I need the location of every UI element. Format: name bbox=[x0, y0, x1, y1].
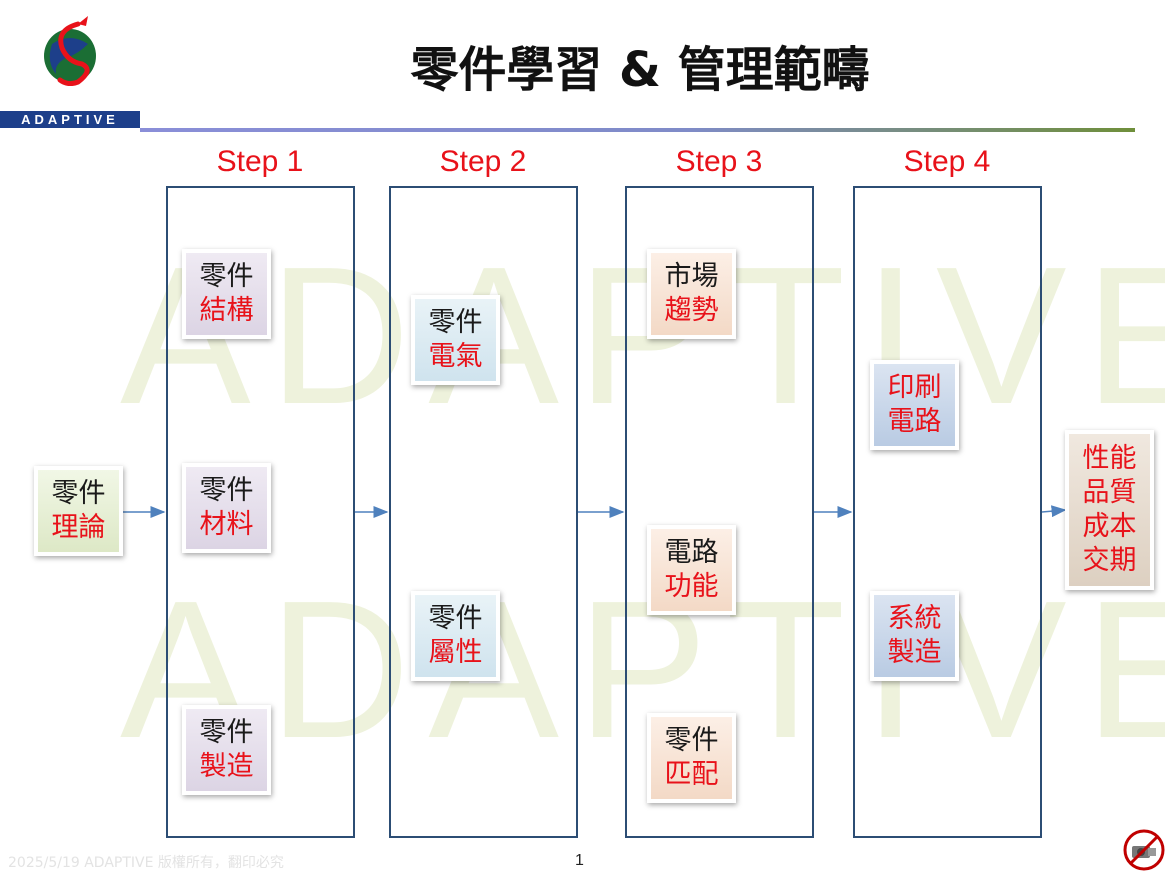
box-line-2: 電路 bbox=[887, 406, 942, 437]
box-line-2: 製造 bbox=[887, 637, 942, 668]
step-2-label: Step 2 bbox=[439, 145, 527, 178]
step-1-column bbox=[166, 186, 355, 838]
box-line-2: 屬性 bbox=[428, 637, 483, 668]
box-line-1: 電路 bbox=[664, 537, 719, 568]
outcome-box: 性能 品質 成本 交期 bbox=[1065, 430, 1154, 590]
outcome-line-quality: 品質 bbox=[1082, 477, 1137, 508]
step-2-box-electrical: 零件 電氣 bbox=[411, 295, 500, 385]
box-line-1: 零件 bbox=[664, 725, 719, 756]
step-4-label: Step 4 bbox=[903, 145, 991, 178]
box-line-2: 結構 bbox=[199, 295, 254, 326]
step-2-box-attribute: 零件 屬性 bbox=[411, 591, 500, 681]
outcome-line-cost: 成本 bbox=[1082, 511, 1137, 542]
step-4-box-pcb: 印刷 電路 bbox=[870, 360, 959, 450]
step-4-column bbox=[853, 186, 1042, 838]
step-3-box-part-matching: 零件 匹配 bbox=[647, 713, 736, 803]
box-line-1: 市場 bbox=[664, 261, 719, 292]
step-3-label: Step 3 bbox=[675, 145, 763, 178]
step-3-box-circuit-function: 電路 功能 bbox=[647, 525, 736, 615]
step-1-box-material: 零件 材料 bbox=[182, 463, 271, 553]
box-line-2: 材料 bbox=[199, 509, 254, 540]
box-line-2: 製造 bbox=[199, 751, 254, 782]
box-line-1: 零件 bbox=[428, 603, 483, 634]
watermark-lower: ADAPTIVE bbox=[120, 560, 1165, 779]
box-line-2: 趨勢 bbox=[664, 295, 719, 326]
box-line-1: 零件 bbox=[199, 261, 254, 292]
step-1-label: Step 1 bbox=[216, 145, 304, 178]
step-4-box-system-manufacturing: 系統 製造 bbox=[870, 591, 959, 681]
arrow-step-4-to-outcome bbox=[1041, 505, 1067, 518]
adaptive-logo-icon bbox=[44, 16, 96, 86]
watermark-upper: ADAPTIVE bbox=[120, 226, 1165, 445]
footer-copyright: 2025/5/19 ADAPTIVE 版權所有，翻印必究 bbox=[8, 855, 284, 871]
box-line-1: 系統 bbox=[887, 603, 942, 634]
page-number: 1 bbox=[575, 852, 584, 869]
step-3-box-market-trend: 市場 趨勢 bbox=[647, 249, 736, 339]
outcome-line-delivery: 交期 bbox=[1082, 545, 1137, 576]
step-3-column bbox=[625, 186, 814, 838]
box-line-1: 零件 bbox=[199, 717, 254, 748]
title-divider bbox=[140, 128, 1135, 132]
box-line-1: 零件 bbox=[428, 307, 483, 338]
no-copy-camera-icon bbox=[1123, 829, 1165, 871]
box-line-2: 理論 bbox=[51, 512, 106, 543]
box-line-2: 電氣 bbox=[428, 341, 483, 372]
box-line-2: 功能 bbox=[664, 571, 719, 602]
box-line-1: 零件 bbox=[199, 475, 254, 506]
start-box-theory: 零件 理論 bbox=[34, 466, 123, 556]
outcome-line-performance: 性能 bbox=[1082, 443, 1137, 474]
step-1-box-manufacturing: 零件 製造 bbox=[182, 705, 271, 795]
step-2-column bbox=[389, 186, 578, 838]
page-title: 零件學習 & 管理範疇 bbox=[410, 42, 870, 98]
step-1-box-structure: 零件 結構 bbox=[182, 249, 271, 339]
box-line-1: 零件 bbox=[51, 478, 106, 509]
box-line-2: 匹配 bbox=[664, 759, 719, 790]
box-line-1: 印刷 bbox=[887, 372, 942, 403]
logo-wordmark: ADAPTIVE bbox=[0, 111, 140, 128]
